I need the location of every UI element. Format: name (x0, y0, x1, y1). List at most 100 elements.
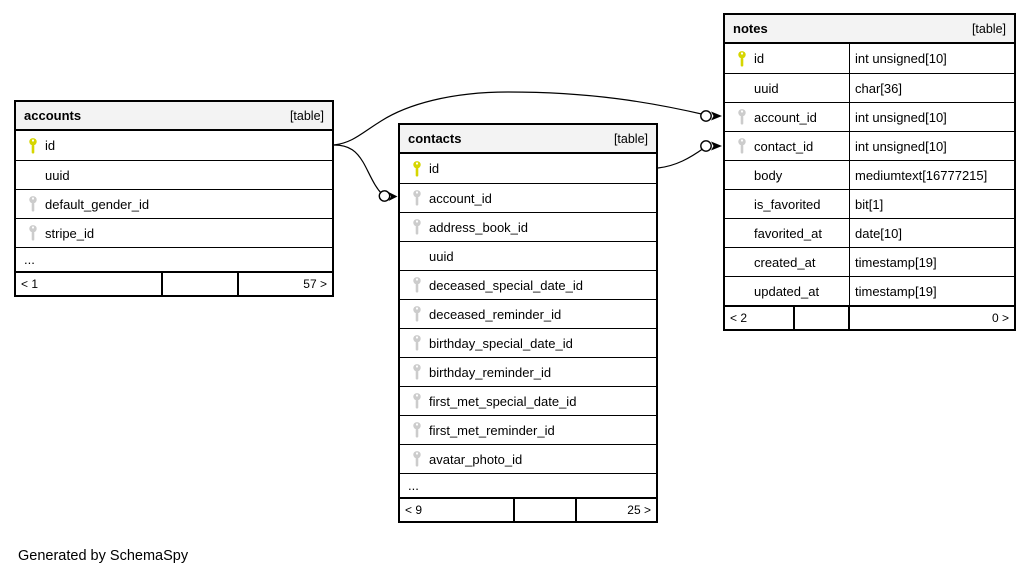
column-name: uuid (754, 80, 779, 96)
column-row-id: id (16, 131, 332, 160)
column-name-cell: is_favorited (725, 190, 850, 218)
relationship-line-accounts-id-to-contacts-account-id (333, 144, 385, 197)
generator-credit: Generated by SchemaSpy (18, 548, 189, 564)
column-name: address_book_id (429, 219, 529, 235)
column-name-cell: id (400, 154, 656, 183)
footer-left-count: < 2 (725, 307, 795, 329)
primary-key-icon (737, 50, 747, 67)
column-row-avatar_photo_id: avatar_photo_id (400, 444, 656, 473)
column-name: id (754, 51, 765, 66)
column-name: created_at (754, 254, 816, 270)
footer-middle-cell (515, 499, 577, 521)
column-row-id: id (400, 154, 656, 183)
column-name: updated_at (754, 283, 820, 299)
column-type: timestamp[19] (855, 254, 937, 270)
column-name-cell: uuid (400, 242, 656, 270)
column-name-cell: contact_id (725, 132, 850, 160)
cardinality-circle (378, 190, 391, 202)
column-name: account_id (429, 190, 492, 206)
column-name: favorited_at (754, 225, 822, 241)
ellipsis-row: ... (400, 473, 656, 497)
column-name: default_gender_id (45, 196, 150, 212)
table-contacts: contacts[table] id account_id address_book_… (398, 123, 658, 523)
relationship-line-contacts-id-to-notes-contact-id (657, 147, 705, 169)
footer-right-count: 0 > (991, 311, 1009, 325)
footer-middle-cell (163, 273, 239, 295)
column-row-deceased_special_date_id: deceased_special_date_id (400, 270, 656, 299)
column-row-updated_at: updated_at timestamp[19] (725, 276, 1014, 305)
cardinality-circle (700, 140, 712, 152)
column-name-cell: first_met_special_date_id (400, 387, 656, 415)
column-name-cell: account_id (725, 103, 850, 131)
column-row-created_at: created_at timestamp[19] (725, 247, 1014, 276)
column-name: avatar_photo_id (429, 451, 523, 467)
column-name: id (45, 138, 56, 153)
foreign-key-icon (412, 364, 422, 381)
arrowhead-icon (711, 111, 722, 121)
column-name: first_met_reminder_id (429, 422, 555, 438)
column-row-uuid: uuid (16, 160, 332, 189)
column-name: deceased_reminder_id (429, 306, 562, 322)
column-row-is_favorited: is_favorited bit[1] (725, 189, 1014, 218)
column-name: uuid (429, 248, 454, 264)
column-row-birthday_special_date_id: birthday_special_date_id (400, 328, 656, 357)
foreign-key-icon (28, 196, 38, 213)
arrowhead-icon (388, 192, 398, 201)
column-row-address_book_id: address_book_id (400, 212, 656, 241)
column-type: timestamp[19] (855, 283, 937, 299)
table-name-link[interactable]: accounts (24, 108, 82, 123)
foreign-key-icon (412, 190, 422, 207)
column-type: bit[1] (855, 196, 884, 212)
column-name-cell: uuid (16, 161, 332, 189)
column-name-cell: favorited_at (725, 219, 850, 247)
foreign-key-icon (412, 335, 422, 352)
table-header-accounts[interactable]: accounts[table] (16, 102, 332, 131)
column-name-cell: first_met_reminder_id (400, 416, 656, 444)
column-type: int unsigned[10] (855, 138, 947, 154)
column-name: is_favorited (754, 196, 821, 212)
foreign-key-icon (28, 225, 38, 242)
column-name-cell: birthday_reminder_id (400, 358, 656, 386)
arrowhead-icon (711, 141, 722, 151)
column-name-cell: id (16, 131, 332, 160)
column-name: deceased_special_date_id (429, 277, 583, 293)
column-name-cell: body (725, 161, 850, 189)
column-name-cell: stripe_id (16, 219, 332, 247)
column-row-contact_id: contact_id int unsigned[10] (725, 131, 1014, 160)
table-name-link[interactable]: contacts (408, 131, 462, 146)
column-row-account_id: account_id (400, 183, 656, 212)
column-name-cell: deceased_special_date_id (400, 271, 656, 299)
column-row-id: id int unsigned[10] (725, 44, 1014, 73)
column-name: birthday_reminder_id (429, 364, 552, 380)
column-type: int unsigned[10] (855, 109, 947, 125)
column-type: int unsigned[10] (855, 51, 947, 66)
column-name: body (754, 167, 783, 183)
column-row-account_id: account_id int unsigned[10] (725, 102, 1014, 131)
column-type: mediumtext[16777215] (855, 167, 988, 183)
column-name-cell: deceased_reminder_id (400, 300, 656, 328)
foreign-key-icon (737, 109, 747, 126)
column-type: date[10] (855, 225, 902, 241)
footer-right-count: 57 > (303, 277, 327, 291)
column-row-deceased_reminder_id: deceased_reminder_id (400, 299, 656, 328)
table-header-contacts[interactable]: contacts[table] (400, 125, 656, 154)
column-name-cell: avatar_photo_id (400, 445, 656, 473)
foreign-key-icon (412, 306, 422, 323)
table-type-badge: [table] (971, 21, 1006, 36)
table-name-link[interactable]: notes (733, 21, 768, 36)
column-name: id (429, 161, 440, 176)
column-name-cell: created_at (725, 248, 850, 276)
column-row-uuid: uuid (400, 241, 656, 270)
column-row-favorited_at: favorited_at date[10] (725, 218, 1014, 247)
foreign-key-icon (412, 451, 422, 468)
column-name: birthday_special_date_id (429, 335, 573, 351)
footer-left-count: < 1 (16, 273, 163, 295)
cardinality-circle (700, 110, 712, 122)
column-name-cell: id (725, 44, 850, 73)
footer-left-count: < 9 (400, 499, 515, 521)
column-name: account_id (754, 109, 817, 125)
table-header-notes[interactable]: notes [table] (725, 15, 1014, 44)
